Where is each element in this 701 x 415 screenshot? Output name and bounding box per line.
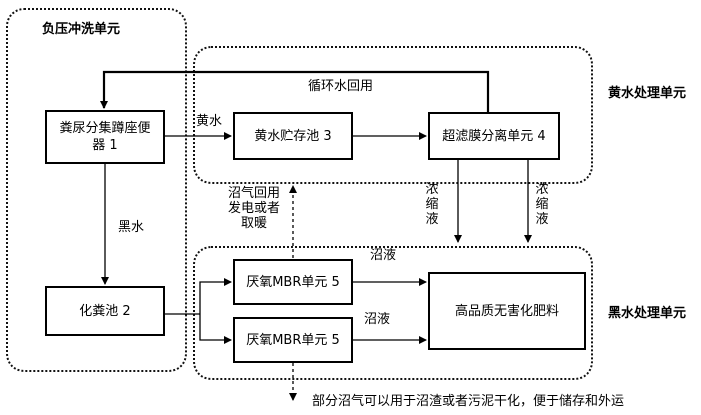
yellow-storage-tank-box: 黄水贮存池 3 [233, 112, 353, 160]
anaerobic-mbr-lower-box: 厌氧MBR单元 5 [233, 317, 353, 363]
fertilizer-box: 高品质无害化肥料 [428, 272, 586, 350]
black-water-treatment-region [193, 246, 593, 380]
recycle-water-arrow [100, 70, 490, 112]
digestate-mid-label: 沼液 [364, 312, 391, 327]
septic-tank-box: 化粪池 2 [45, 286, 165, 336]
digestate-top-label: 沼液 [370, 248, 397, 263]
recycle-water-label: 循环水回用 [308, 79, 374, 94]
ultrafiltration-unit-box: 超滤膜分离单元 4 [428, 112, 560, 160]
anaerobic-mbr-upper-box: 厌氧MBR单元 5 [233, 259, 353, 305]
yellow-water-treatment-title: 黄水处理单元 [608, 86, 687, 101]
negative-pressure-flush-region [6, 8, 187, 372]
toilet-box: 粪尿分集蹲座便器 1 [45, 110, 165, 164]
yellow-water-label: 黄水 [196, 114, 223, 129]
septic-to-mbr-upper-arrow [199, 278, 232, 314]
negative-pressure-flush-title: 负压冲洗单元 [42, 22, 121, 37]
footnote-text: 部分沼气可以用于沼渣或者污泥干化，便于储存和外运 [312, 394, 625, 409]
yellow-water-treatment-region [193, 46, 593, 184]
black-water-label: 黑水 [118, 220, 145, 235]
septic-to-mbr-lower-arrow [199, 314, 232, 344]
biogas-reuse-label: 沼气回用发电或者取暖 [227, 186, 280, 231]
concentrate-right-label: 浓缩液 [535, 182, 549, 227]
concentrate-left-label: 浓缩液 [425, 182, 439, 227]
black-water-treatment-title: 黑水处理单元 [608, 306, 687, 321]
